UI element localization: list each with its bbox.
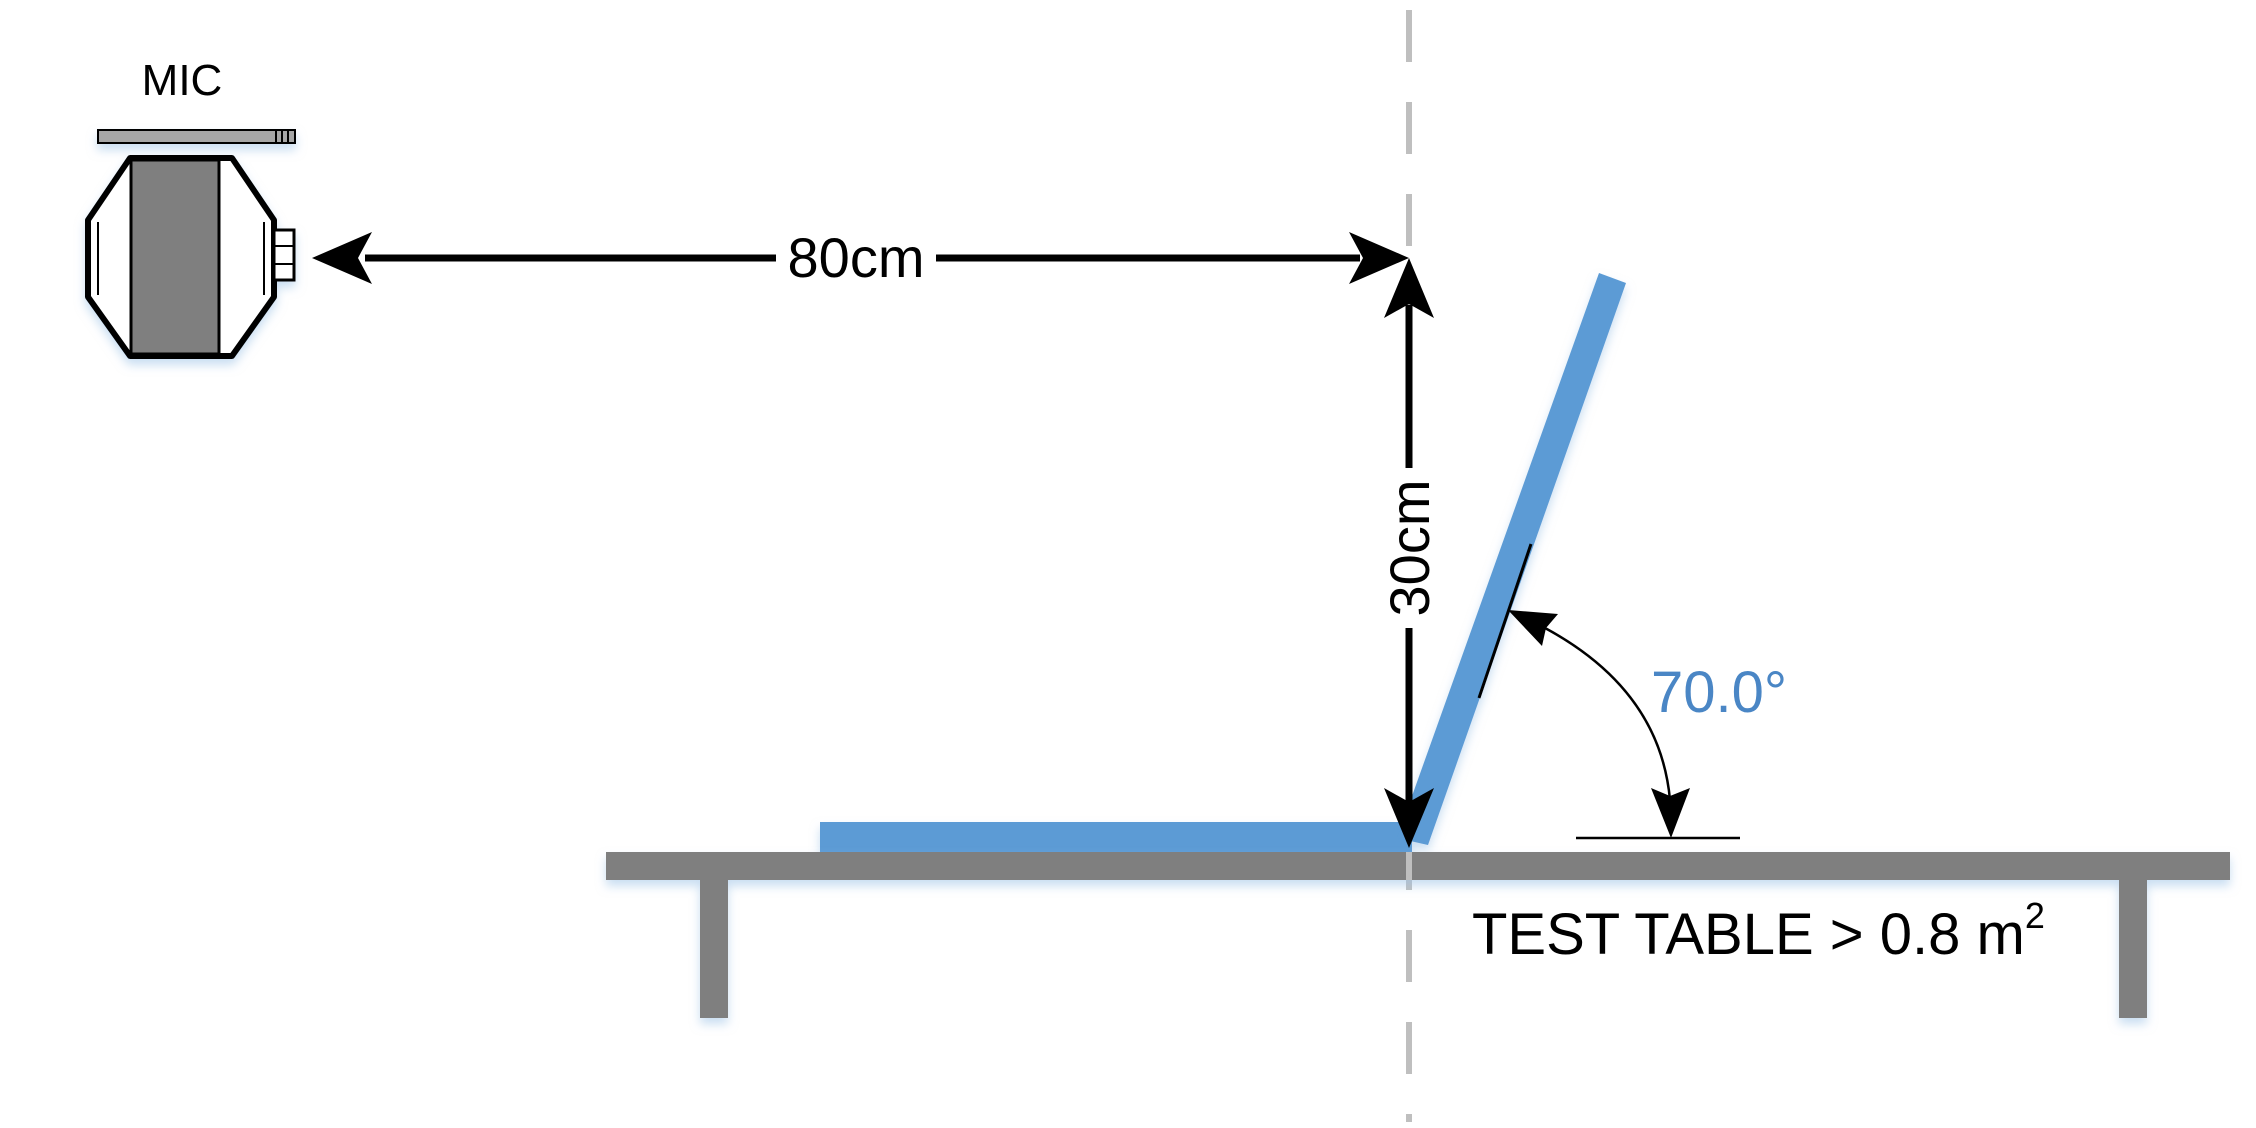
table-label-superscript: 2: [2025, 895, 2045, 936]
horizontal-distance-label: 80cm: [788, 226, 925, 289]
laptop-lid: [1397, 273, 1626, 845]
microphone-icon: [85, 129, 296, 359]
table-label-text: TEST TABLE > 0.8 m: [1472, 902, 2025, 967]
mic-top-bar: [97, 129, 296, 144]
arrowhead-right: [1349, 232, 1409, 284]
angle-arrowhead-bottom: [1651, 788, 1690, 838]
angle-annotation: 70.0°: [1508, 610, 1787, 840]
arrowhead-left: [312, 232, 372, 284]
table-leg-left: [700, 880, 728, 1018]
vertical-distance-label: 30cm: [1378, 480, 1441, 617]
vertical-dimension: 30cm: [1378, 258, 1441, 848]
arrowhead-bottom: [1384, 788, 1434, 848]
test-table: [606, 852, 2230, 1018]
angle-arrowhead-top: [1508, 610, 1558, 646]
mic-body: [129, 158, 221, 356]
table-leg-right: [2119, 880, 2147, 1018]
horizontal-dimension: 80cm: [312, 226, 1409, 289]
laptop-base: [820, 822, 1412, 852]
mic-label: MIC: [142, 56, 223, 105]
table-label: TEST TABLE > 0.8 m2: [1472, 895, 2045, 967]
angle-label: 70.0°: [1651, 660, 1787, 725]
laptop: [820, 273, 1626, 852]
arrowhead-top: [1384, 258, 1434, 318]
table-top: [606, 852, 2230, 880]
